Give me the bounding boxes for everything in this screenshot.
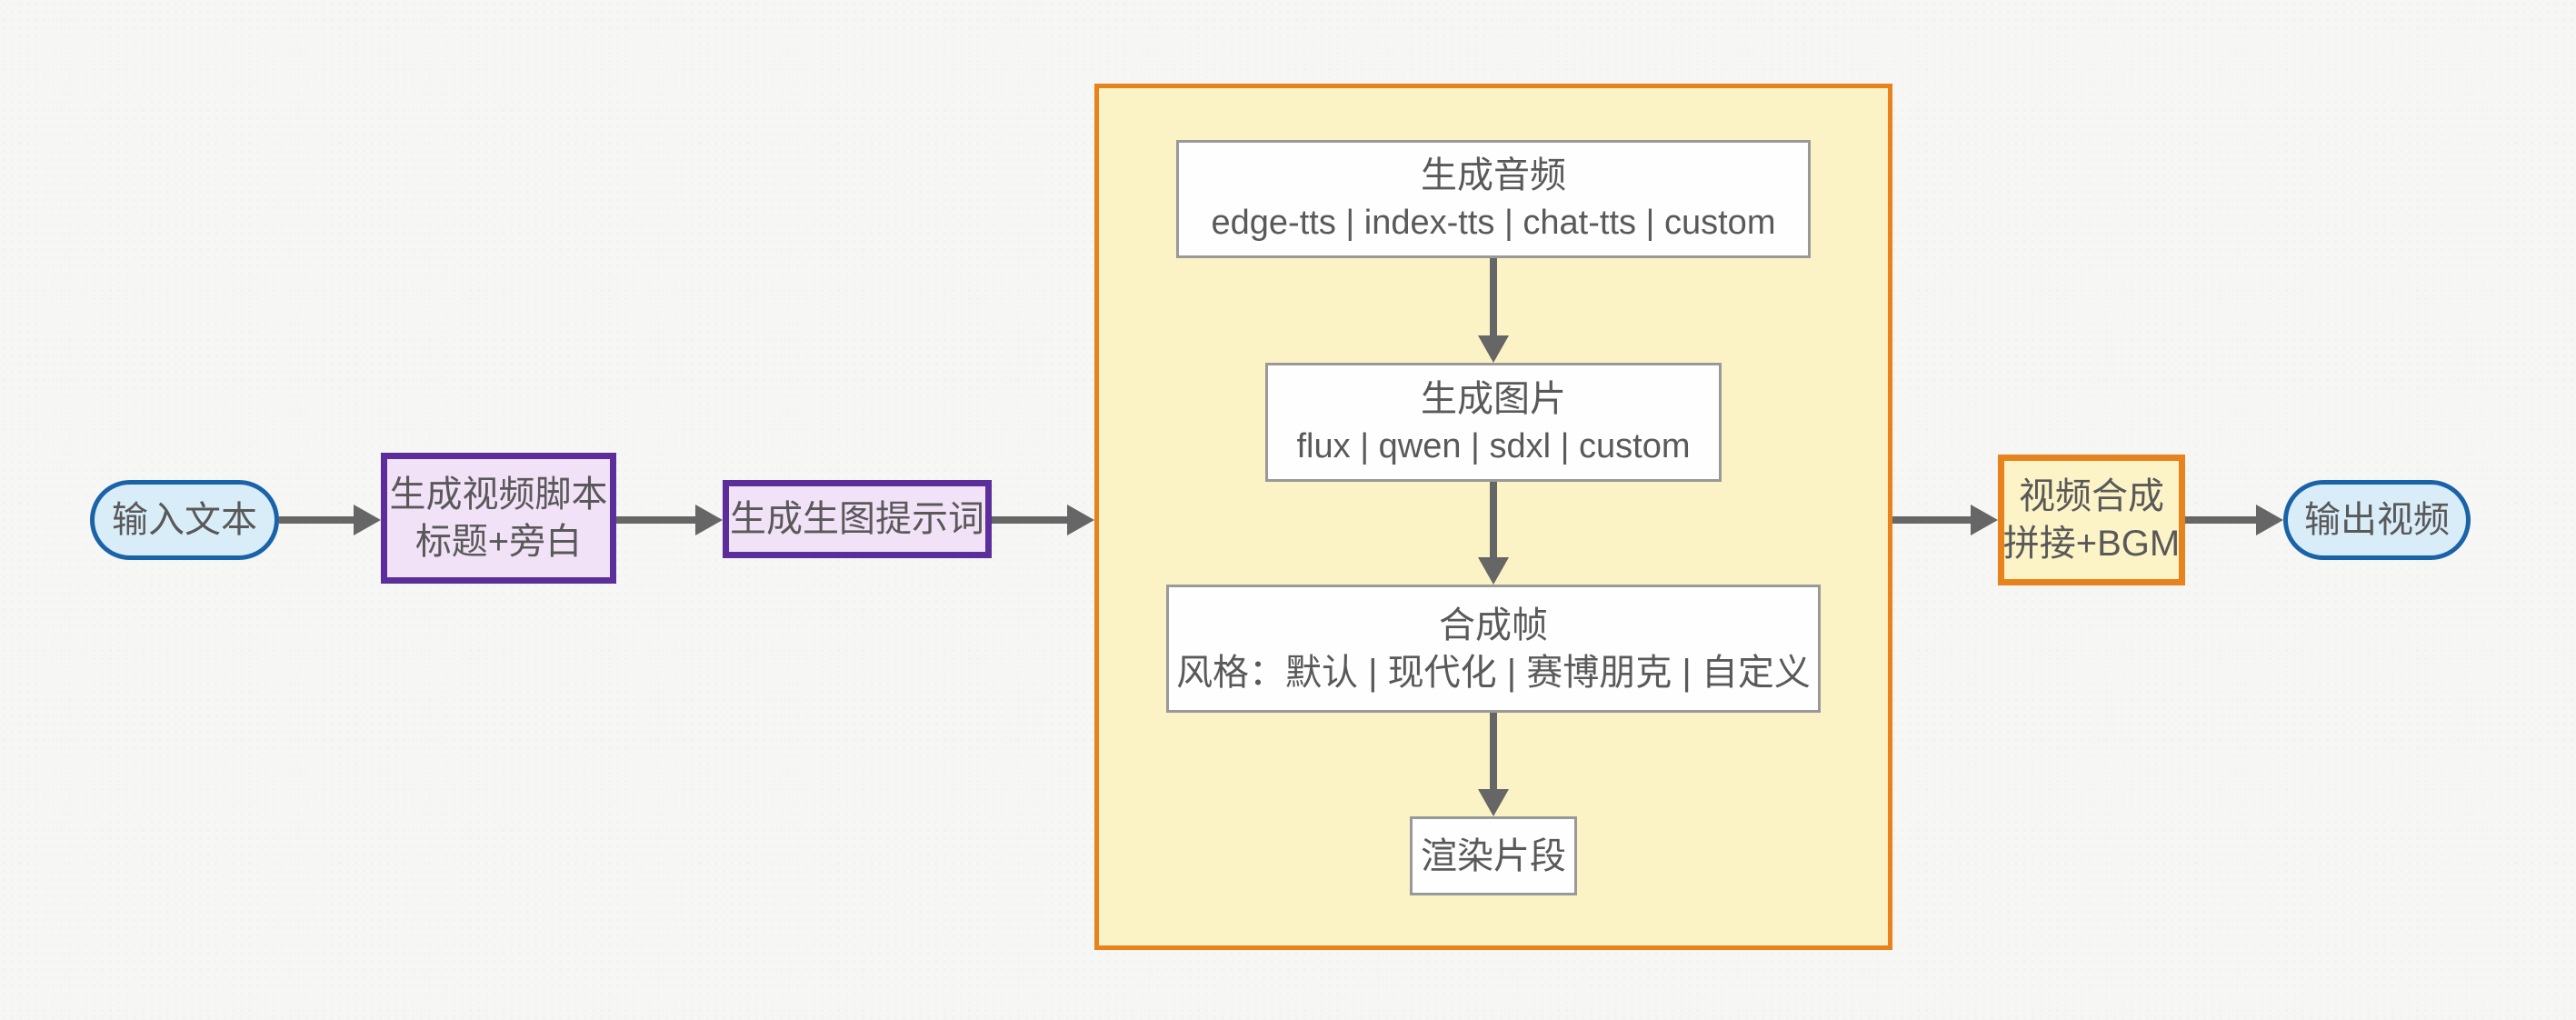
arrow-shaft (1892, 516, 1974, 524)
subprocess-node-line2: flux | qwen | sdxl | custom (1296, 426, 1691, 465)
arrow-shaft (279, 516, 357, 524)
arrow-head-icon (1067, 505, 1094, 535)
subprocess-node-compose-frame: 合成帧 风格：默认 | 现代化 | 赛博朋克 | 自定义 (1166, 585, 1821, 713)
process-node-image-prompt: 生成生图提示词 (723, 480, 992, 558)
subprocess-node-render-clip: 渲染片段 (1410, 816, 1577, 895)
end-node-output-video: 输出视频 (2283, 480, 2471, 560)
subprocess-node-label: 渲染片段 (1421, 835, 1566, 876)
subprocess-node-line2: edge-tts | index-tts | chat-tts | custom (1211, 204, 1776, 242)
process-node-video-script: 生成视频脚本 标题+旁白 (381, 453, 616, 584)
arrow-shaft (616, 516, 699, 524)
arrow-shaft (992, 516, 1071, 524)
process-node-line1: 生成视频脚本 (389, 475, 608, 515)
arrow-head-icon (1478, 335, 1509, 363)
process-node-line2: 标题+旁白 (414, 522, 583, 562)
subprocess-node-generate-audio: 生成音频 edge-tts | index-tts | chat-tts | c… (1176, 140, 1811, 258)
arrow-shaft (1490, 713, 1497, 793)
subprocess-node-line2: 风格：默认 | 现代化 | 赛博朋克 | 自定义 (1176, 652, 1811, 693)
subprocess-node-line1: 合成帧 (1439, 605, 1548, 645)
arrow-head-icon (1478, 557, 1509, 585)
end-node-label: 输出视频 (2304, 500, 2450, 540)
arrow-head-icon (2256, 505, 2283, 535)
arrow-head-icon (354, 505, 381, 535)
subprocess-node-line1: 生成图片 (1421, 378, 1566, 419)
arrow-shaft (2185, 516, 2260, 524)
process-node-line2: 拼接+BGM (2002, 524, 2181, 564)
arrow-head-icon (1971, 505, 1998, 535)
process-node-label: 生成生图提示词 (730, 499, 984, 539)
process-node-line1: 视频合成 (2019, 476, 2164, 516)
subprocess-node-generate-image: 生成图片 flux | qwen | sdxl | custom (1265, 363, 1722, 482)
start-node-label: 输入文本 (112, 500, 257, 540)
arrow-head-icon (1478, 789, 1509, 816)
arrow-shaft (1490, 258, 1497, 339)
subprocess-node-line1: 生成音频 (1421, 155, 1566, 195)
start-node-input-text: 输入文本 (90, 480, 279, 560)
process-node-video-compose: 视频合成 拼接+BGM (1998, 455, 2185, 585)
arrow-head-icon (695, 505, 723, 535)
arrow-shaft (1490, 482, 1497, 561)
